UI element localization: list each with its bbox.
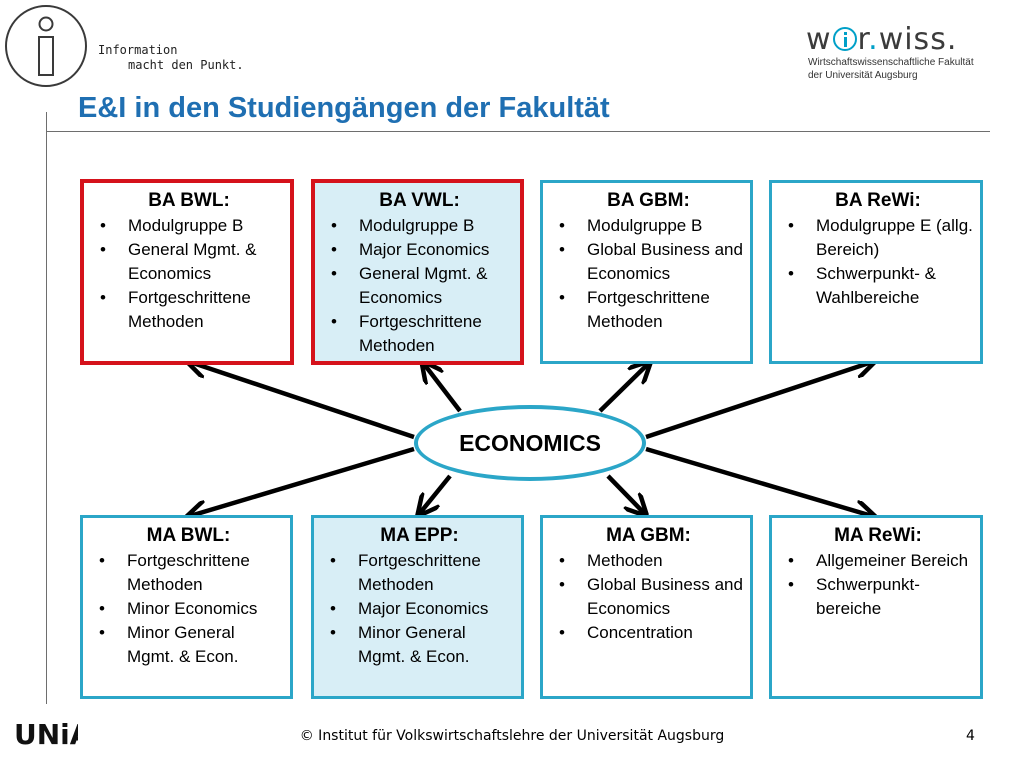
- arrow-to-ma-rewi: [645, 446, 872, 516]
- info-icon: [38, 16, 54, 76]
- uni-logo-text: UNiA: [14, 718, 78, 750]
- arrow-to-ma-gbm: [606, 474, 644, 513]
- box-ma-gbm: MA GBM: Methoden Global Business and Eco…: [540, 515, 753, 699]
- arrow-to-ba-vwl: [424, 364, 462, 413]
- side-divider: [46, 112, 47, 704]
- list-item: Major Economics: [324, 597, 515, 621]
- economics-ellipse: [414, 405, 646, 481]
- box-title: BA GBM:: [607, 190, 690, 211]
- list-item: Modulgruppe B: [553, 214, 744, 238]
- list-item: Minor General Mgmt. & Econ.: [324, 621, 515, 669]
- list-item: Major Economics: [325, 238, 514, 262]
- box-ba-bwl: BA BWL: Modulgruppe B General Mgmt. & Ec…: [80, 179, 294, 365]
- list-item: Allgemeiner Bereich: [782, 549, 974, 573]
- box-ma-bwl: MA BWL: Fortgeschrittene Methoden Minor …: [80, 515, 293, 699]
- list-item: Schwerpunkt- & Wahlbereiche: [782, 262, 974, 310]
- box-ma-epp: MA EPP: Fortgeschrittene Methoden Major …: [311, 515, 524, 699]
- box-title: MA EPP:: [380, 525, 459, 546]
- brand-dot: .: [868, 22, 879, 57]
- info-logo: [5, 5, 87, 87]
- arrow-to-ma-bwl: [190, 446, 415, 516]
- list-item: Minor General Mgmt. & Econ.: [93, 621, 284, 669]
- box-title: BA VWL:: [379, 190, 460, 211]
- list-item: Minor Economics: [93, 597, 284, 621]
- slogan-line-2: macht den Punkt.: [128, 58, 244, 72]
- brand-part: wiss.: [878, 22, 958, 57]
- university-name: der Universität Augsburg: [808, 70, 918, 81]
- uni-augsburg-logo: UNiA: [14, 718, 78, 750]
- box-ba-gbm: BA GBM: Modulgruppe B Global Business an…: [540, 180, 753, 364]
- box-title: MA BWL:: [146, 525, 231, 546]
- list-item: Fortgeschrittene Methoden: [93, 549, 284, 597]
- slogan-line-1: Information: [98, 43, 178, 57]
- list-item: Fortgeschrittene Methoden: [324, 549, 515, 597]
- box-title: BA ReWi:: [835, 190, 921, 211]
- arrow-to-ba-gbm: [598, 364, 648, 413]
- arrow-to-ba-bwl: [190, 362, 415, 440]
- list-item: Fortgeschrittene Methoden: [553, 286, 744, 334]
- footer-copyright: © Institut für Volkswirtschaftslehre der…: [299, 728, 725, 744]
- box-ma-rewi: MA ReWi: Allgemeiner Bereich Schwerpunkt…: [769, 515, 983, 699]
- box-title: BA BWL:: [148, 190, 230, 211]
- arrow-to-ma-epp: [420, 474, 452, 513]
- brand-part: r: [857, 22, 869, 57]
- box-title: MA ReWi:: [834, 525, 922, 546]
- title-divider: [46, 131, 990, 132]
- list-item: Fortgeschrittene Methoden: [325, 310, 514, 358]
- box-ba-vwl: BA VWL: Modulgruppe B Major Economics Ge…: [311, 179, 524, 365]
- list-item: General Mgmt. & Economics: [325, 262, 514, 310]
- economics-label: ECONOMICS: [459, 430, 601, 456]
- list-item: Modulgruppe E (allg. Bereich): [782, 214, 974, 262]
- faculty-name: Wirtschaftswissenschaftliche Fakultät: [808, 57, 974, 68]
- list-item: Global Business and Economics: [553, 238, 744, 286]
- list-item: Modulgruppe B: [325, 214, 514, 238]
- box-ba-rewi: BA ReWi: Modulgruppe E (allg. Bereich) S…: [769, 180, 983, 364]
- list-item: Modulgruppe B: [94, 214, 284, 238]
- list-item: Methoden: [553, 549, 744, 573]
- brand-part: w: [806, 22, 832, 57]
- slide-title: E&I in den Studiengängen der Fakultät: [78, 92, 610, 124]
- list-item: General Mgmt. & Economics: [94, 238, 284, 286]
- box-title: MA GBM:: [606, 525, 691, 546]
- brand-i-icon: [832, 27, 857, 51]
- page-number: 4: [966, 728, 975, 744]
- list-item: Fortgeschrittene Methoden: [94, 286, 284, 334]
- list-item: Schwerpunkt-bereiche: [782, 573, 974, 621]
- list-item: Concentration: [553, 621, 744, 645]
- list-item: Global Business and Economics: [553, 573, 744, 621]
- arrow-to-ba-rewi: [645, 362, 872, 440]
